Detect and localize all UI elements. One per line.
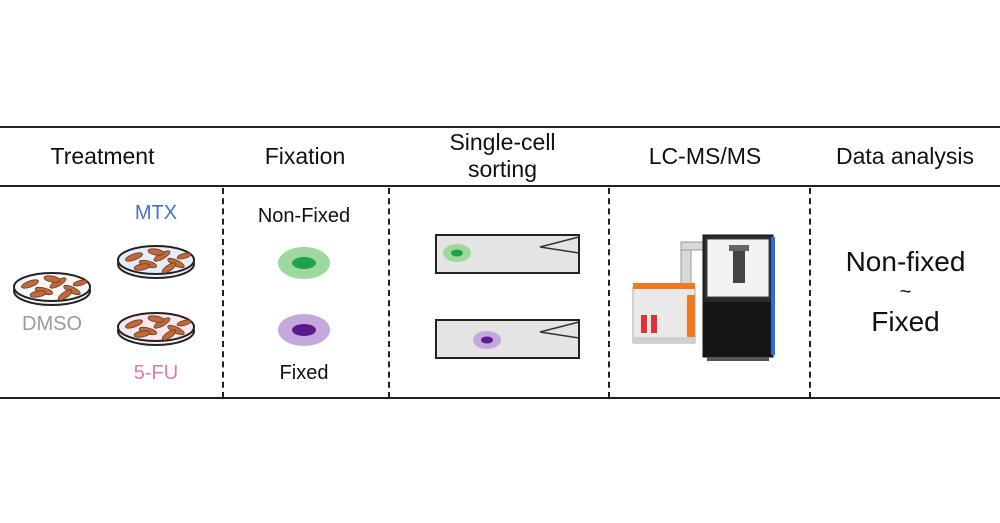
header-treatment: Treatment xyxy=(50,142,155,169)
analysis-tilde: ~ xyxy=(899,281,912,303)
label-dmso: DMSO xyxy=(22,313,82,335)
header-lcms: LC-MS/MS xyxy=(648,142,762,169)
header-sorting-text: Single-cell sorting xyxy=(449,129,556,182)
mass-spectrometer-icon xyxy=(632,234,775,361)
header-row: Treatment Fixation Single-cell sorting L… xyxy=(0,127,1000,185)
label-fixed: Fixed xyxy=(280,362,329,384)
sort-channel-non-fixed xyxy=(435,234,580,274)
dish-mtx xyxy=(117,245,195,279)
cell-non-fixed xyxy=(278,247,330,279)
lcms-instrument-panel xyxy=(632,234,775,361)
analysis-non-fixed: Non-fixed xyxy=(845,246,966,277)
bottom-border xyxy=(0,397,1000,399)
analysis-fixed: Fixed xyxy=(871,306,940,337)
treatment-panel: DMSO MTX 5-FU xyxy=(13,202,195,384)
label-non-fixed: Non-Fixed xyxy=(258,205,350,227)
header-analysis: Data analysis xyxy=(835,142,975,169)
sorting-panel xyxy=(435,234,580,359)
cell-fixed xyxy=(278,314,330,346)
header-fixation: Fixation xyxy=(264,142,346,169)
header-sorting: Single-cell sorting xyxy=(405,127,600,185)
analysis-panel: Non-fixed ~ Fixed xyxy=(811,187,1000,397)
dish-dmso xyxy=(13,272,91,306)
dish-5fu xyxy=(117,312,195,346)
divider-3 xyxy=(608,188,610,398)
divider-2 xyxy=(388,188,390,398)
sort-channel-fixed xyxy=(435,319,580,359)
label-5fu: 5-FU xyxy=(134,362,178,384)
header-separator xyxy=(0,185,1000,187)
divider-1 xyxy=(222,188,224,398)
label-mtx: MTX xyxy=(135,202,177,224)
divider-4 xyxy=(809,188,811,398)
fixation-panel: Non-Fixed Fixed xyxy=(258,205,350,384)
top-border xyxy=(0,126,1000,128)
